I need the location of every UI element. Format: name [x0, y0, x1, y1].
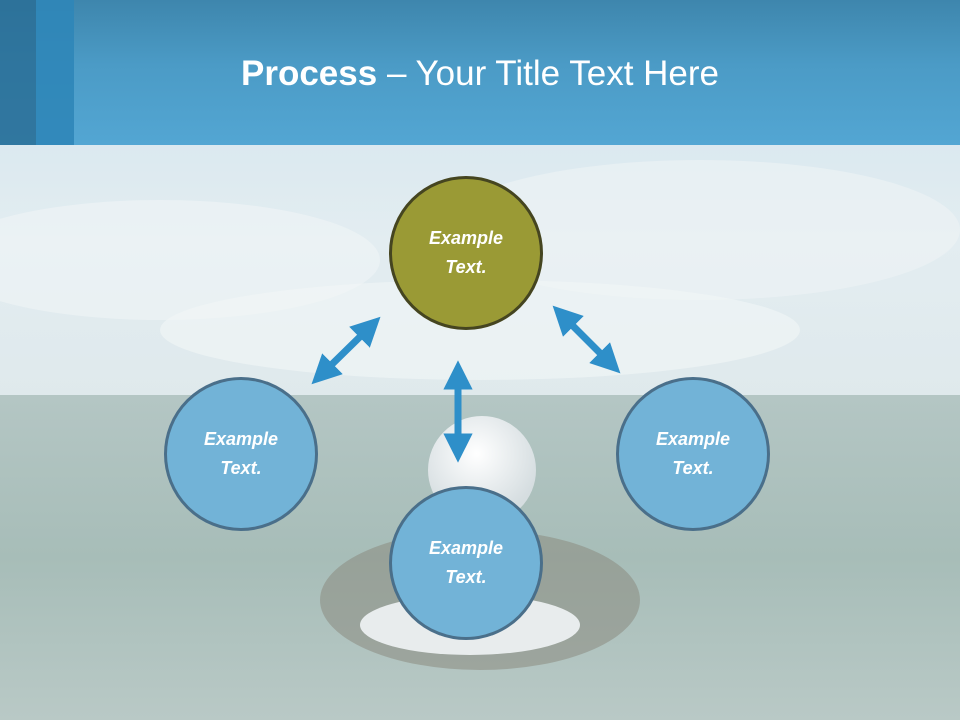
header-accent-strip — [36, 0, 74, 145]
title-rest: – Your Title Text Here — [377, 54, 719, 93]
node-right: Example Text. — [616, 377, 770, 531]
title-bold: Process — [241, 54, 378, 93]
node-top-label: Example Text. — [428, 228, 504, 277]
node-bottom: Example Text. — [389, 486, 543, 640]
node-right-label: Example Text. — [655, 429, 731, 478]
node-left: Example Text. — [164, 377, 318, 531]
header-accent-strip — [0, 0, 36, 145]
node-left-label: Example Text. — [203, 429, 279, 478]
arrow-top-left — [311, 316, 381, 385]
node-top: Example Text. — [389, 176, 543, 330]
arrow-top-right — [552, 305, 621, 374]
title-bar: Process – Your Title Text Here — [0, 0, 960, 145]
slide-title: Process – Your Title Text Here — [0, 52, 960, 96]
node-bottom-label: Example Text. — [428, 538, 504, 587]
